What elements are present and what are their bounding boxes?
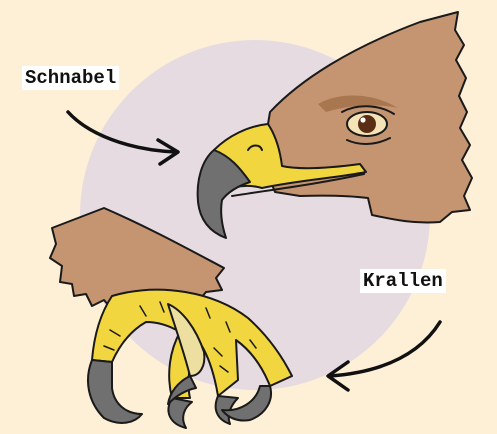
eye-highlight (360, 117, 365, 122)
eye-iris (358, 115, 376, 133)
beak-label: Schnabel (22, 66, 119, 90)
talon-middle-left (168, 398, 192, 428)
talon-left (88, 360, 142, 423)
claws-label: Krallen (360, 269, 446, 293)
